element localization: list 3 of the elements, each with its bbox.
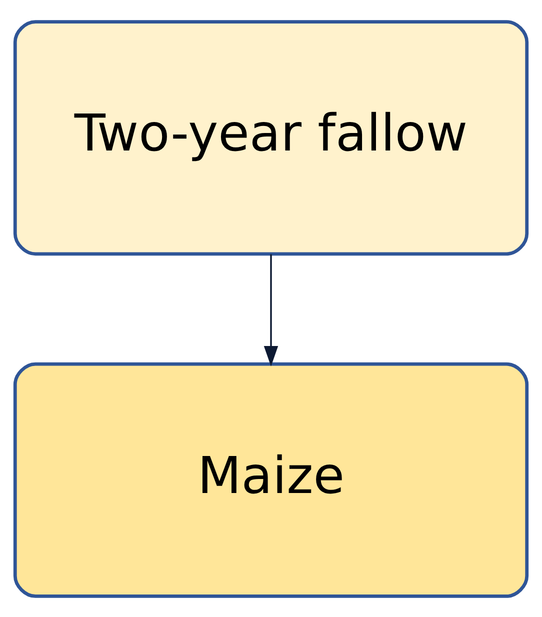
node-box: Two-year fallow — [13, 20, 529, 256]
node-box: Maize — [13, 362, 529, 598]
arrow — [264, 254, 278, 366]
